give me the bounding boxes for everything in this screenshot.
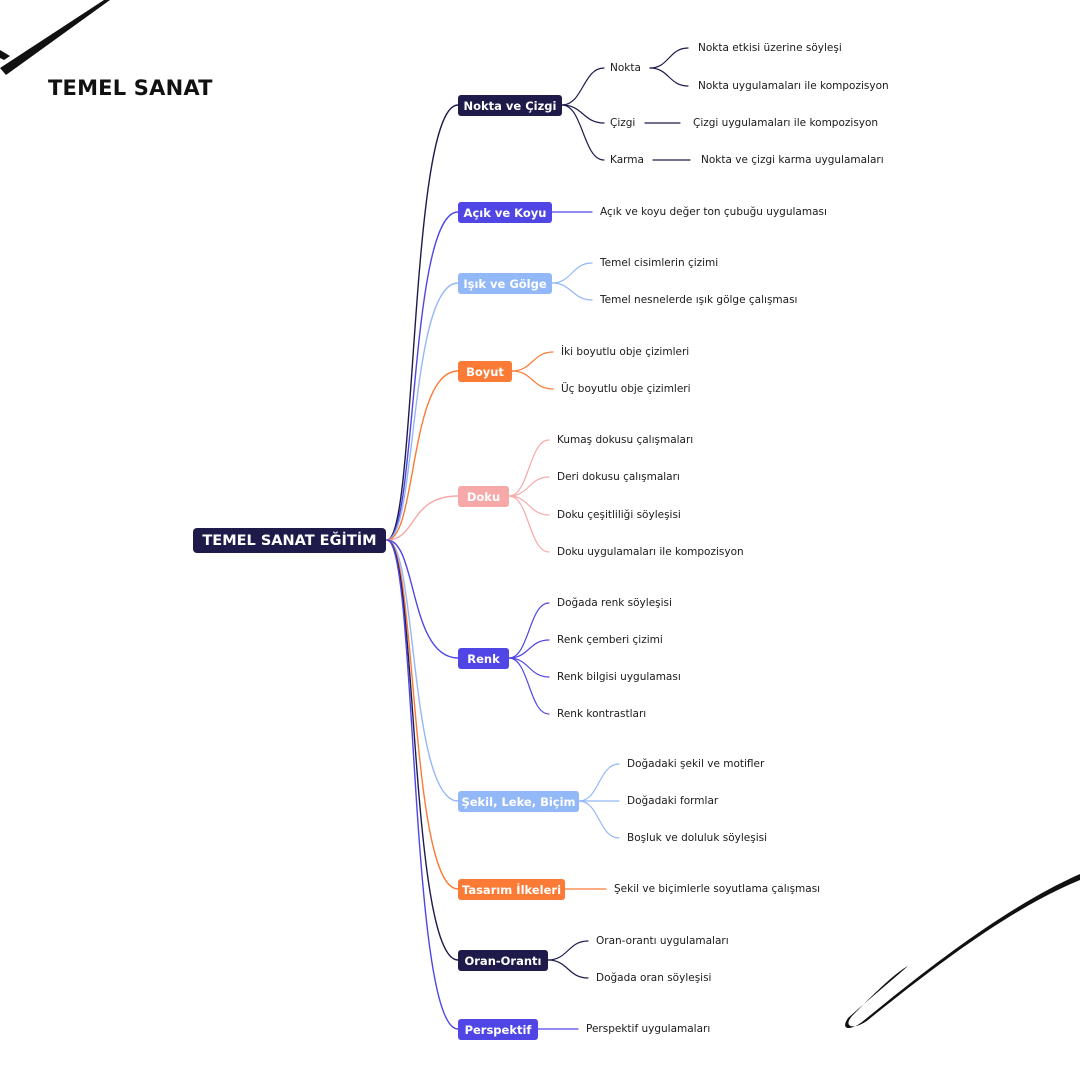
branch-leaf-link <box>508 657 550 678</box>
branch-sub-link <box>561 67 605 106</box>
sub-topic-label: Karma <box>610 154 644 166</box>
branch-leaf-link <box>508 495 550 516</box>
root-node[interactable]: TEMEL SANAT EĞİTİM <box>193 528 386 553</box>
leaf-topic-label: Oran-orantı uygulamaları <box>596 935 729 947</box>
branch-node[interactable]: Doku <box>458 486 509 507</box>
root-branch-link <box>386 211 459 541</box>
branch-leaf-link <box>547 940 589 961</box>
branch-node[interactable]: Nokta ve Çizgi <box>458 95 562 116</box>
branch-sub-link <box>561 104 605 124</box>
branch-leaf-link <box>508 639 550 659</box>
root-branch-link <box>386 539 459 802</box>
branch-leaf-link <box>508 439 550 497</box>
decorative-stroke-bottom-right <box>845 874 1080 1028</box>
leaf-topic-label: Nokta uygulamaları ile kompozisyon <box>698 80 889 92</box>
branch-leaf-link <box>508 657 550 715</box>
leaf-topic-label: Çizgi uygulamaları ile kompozisyon <box>693 117 879 129</box>
leaf-topic-label: Kumaş dokusu çalışmaları <box>557 434 694 446</box>
root-branch-link <box>386 282 459 541</box>
leaf-topic-label: Nokta ve çizgi karma uygulamaları <box>701 154 884 166</box>
branch-node[interactable]: Açık ve Koyu <box>458 202 552 223</box>
leaf-topic-label: Şekil ve biçimlerle soyutlama çalışması <box>614 883 821 895</box>
root-branch-link <box>386 495 459 541</box>
root-branch-link <box>386 539 459 659</box>
leaf-topic-label: Deri dokusu çalışmaları <box>557 471 680 483</box>
leaf-topic-label: Renk bilgisi uygulaması <box>557 671 681 683</box>
branch-leaf-link <box>551 262 593 284</box>
sub-leaf-link <box>649 47 689 69</box>
leaf-topic-label: Açık ve koyu değer ton çubuğu uygulaması <box>600 206 827 218</box>
branch-node[interactable]: Tasarım İlkeleri <box>458 879 565 900</box>
leaf-topic-label: Doku çeşitliliği söyleşisi <box>557 509 681 521</box>
leaf-topic-label: Nokta etkisi üzerine söyleşi <box>698 42 842 54</box>
root-branch-link <box>386 539 459 1030</box>
decorative-stroke-top-left <box>0 0 110 75</box>
branch-leaf-link <box>511 370 554 390</box>
branch-leaf-link <box>508 602 550 659</box>
branch-node[interactable]: Işık ve Gölge <box>458 273 552 294</box>
leaf-topic-label: Renk kontrastları <box>557 708 647 720</box>
root-branch-link <box>386 104 459 541</box>
branch-leaf-link <box>508 495 550 553</box>
leaf-topic-label: Üç boyutlu obje çizimleri <box>561 383 691 395</box>
branch-leaf-link <box>547 959 589 979</box>
root-branch-link <box>386 539 459 890</box>
sub-topic-label: Nokta <box>610 62 641 74</box>
branch-node[interactable]: Perspektif <box>458 1019 538 1040</box>
leaf-topic-label: Temel cisimlerin çizimi <box>600 257 719 269</box>
branch-node[interactable]: Boyut <box>458 361 512 382</box>
leaf-topic-label: Perspektif uygulamaları <box>586 1023 711 1035</box>
leaf-topic-label: Renk çemberi çizimi <box>557 634 663 646</box>
leaf-topic-label: Temel nesnelerde ışık gölge çalışması <box>600 294 798 306</box>
sub-leaf-link <box>649 67 689 87</box>
leaf-topic-label: Doğada oran söyleşisi <box>596 972 712 984</box>
branch-leaf-link <box>578 763 620 802</box>
branch-node[interactable]: Şekil, Leke, Biçim <box>458 791 579 812</box>
branch-leaf-link <box>508 476 550 497</box>
branch-sub-link <box>561 104 605 161</box>
page-title: TEMEL SANAT <box>48 76 213 100</box>
decorative-stroke-top-left-hook <box>0 50 10 60</box>
branch-node[interactable]: Renk <box>458 648 509 669</box>
root-branch-link <box>386 370 459 541</box>
branch-node[interactable]: Oran-Orantı <box>458 950 548 971</box>
branch-leaf-link <box>511 351 554 372</box>
leaf-topic-label: Doğadaki formlar <box>627 795 719 807</box>
branch-leaf-link <box>551 282 593 301</box>
leaf-topic-label: Doğadaki şekil ve motifler <box>627 758 765 770</box>
leaf-topic-label: Doku uygulamaları ile kompozisyon <box>557 546 744 558</box>
branch-leaf-link <box>578 800 620 839</box>
leaf-topic-label: İki boyutlu obje çizimleri <box>561 346 690 358</box>
root-branch-link <box>386 539 459 961</box>
leaf-topic-label: Doğada renk söyleşisi <box>557 597 672 609</box>
leaf-topic-label: Boşluk ve doluluk söyleşisi <box>627 832 768 844</box>
sub-topic-label: Çizgi <box>610 117 636 129</box>
